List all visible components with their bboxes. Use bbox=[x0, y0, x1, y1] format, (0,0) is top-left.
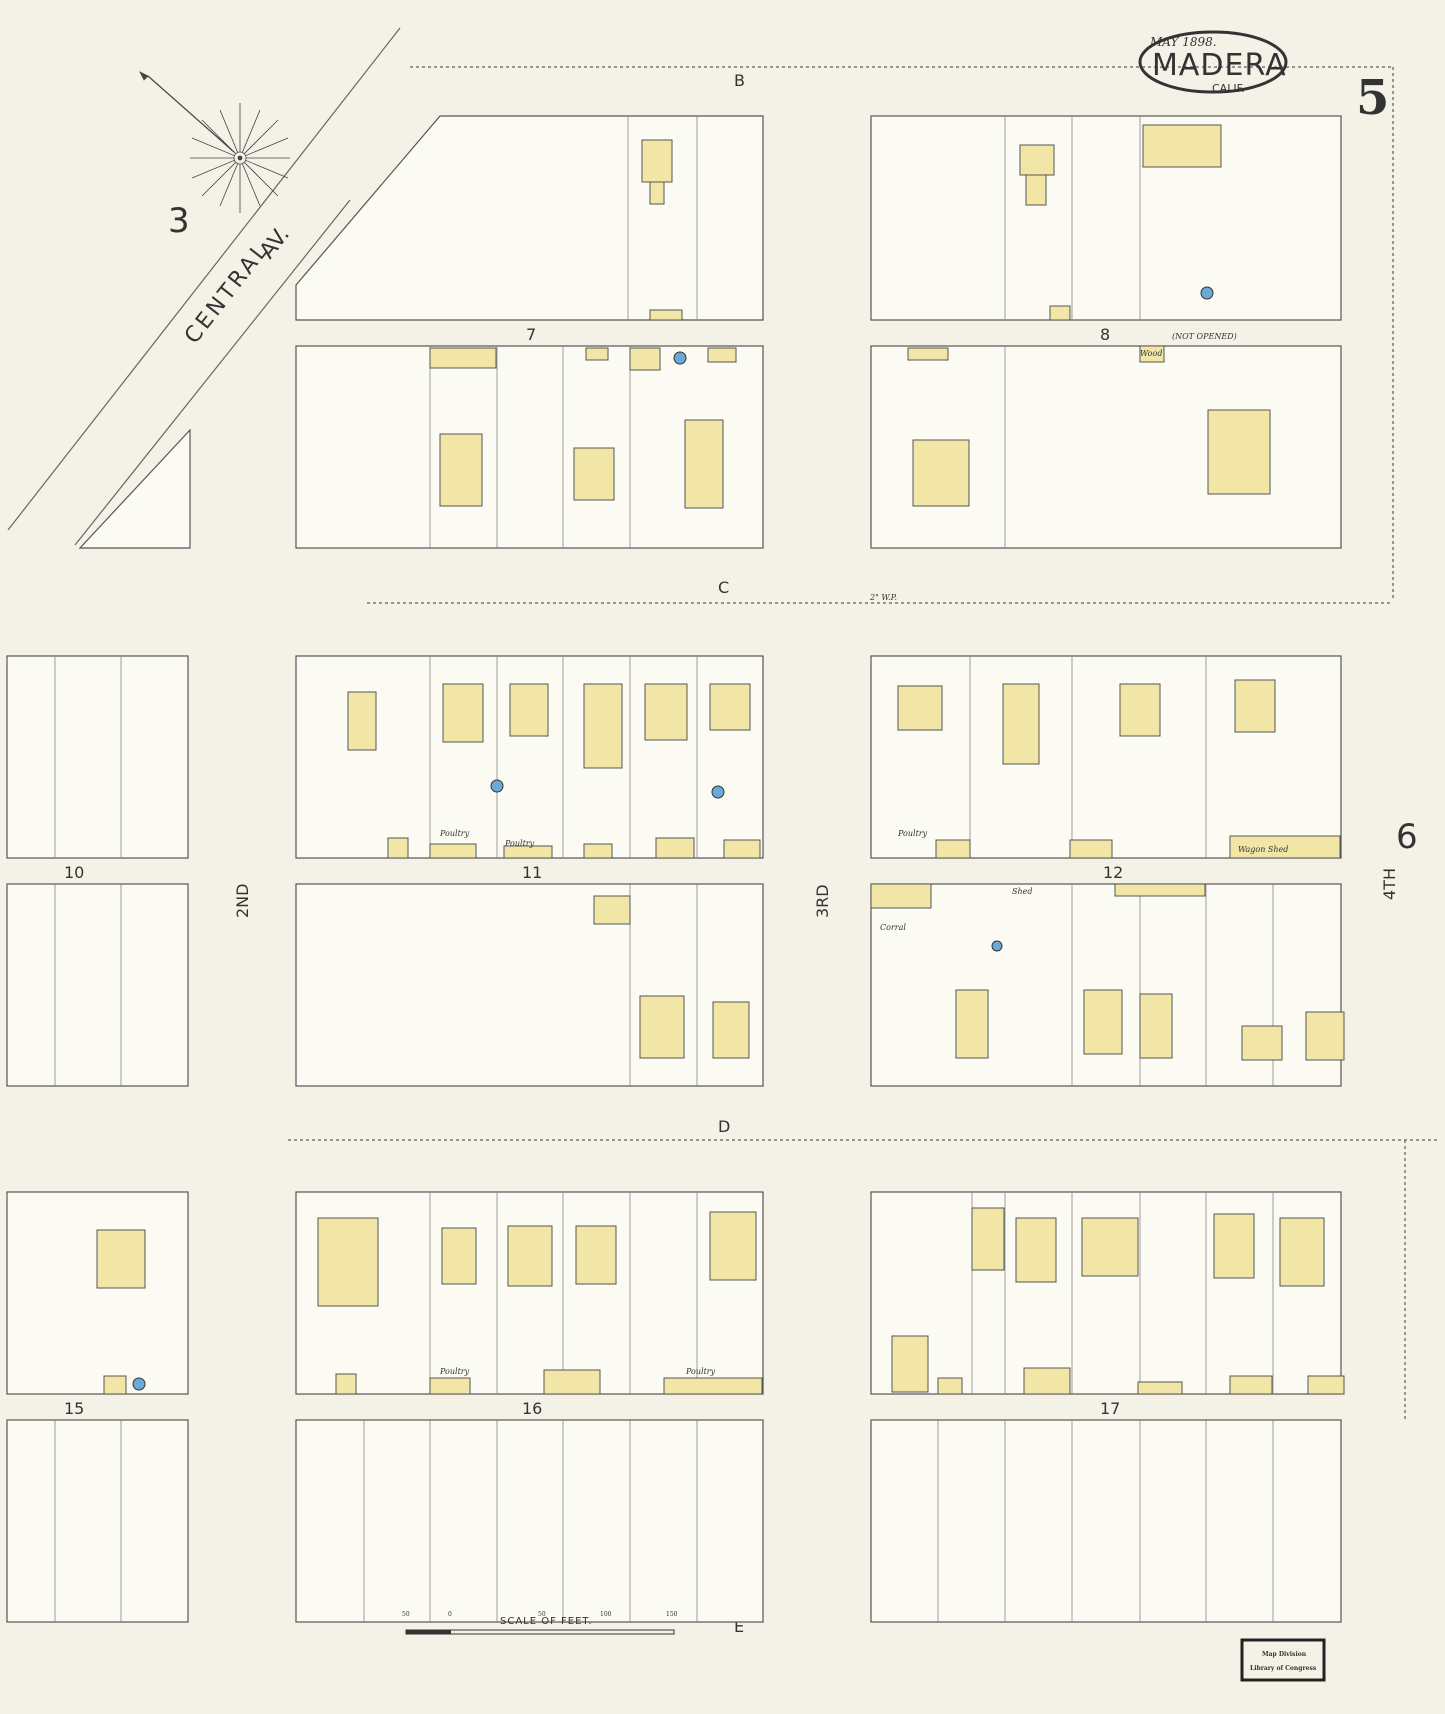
street-label-central: CENTRAL bbox=[180, 237, 275, 348]
lot-lines bbox=[54, 116, 1274, 1622]
note-not-opened: (NOT OPENED) bbox=[1172, 332, 1237, 341]
street-label-4th-wrap: 4TH bbox=[1380, 868, 1399, 900]
scale-tick-0: 0 bbox=[448, 1611, 452, 1618]
scale-tick-50: 50 bbox=[538, 1611, 546, 1618]
street-label-2nd: 2ND bbox=[233, 884, 252, 918]
adjacent-sheet-right: 6 bbox=[1396, 817, 1418, 857]
block-number-11: 11 bbox=[522, 863, 542, 882]
title-date: MAY 1898. bbox=[1149, 35, 1217, 49]
library-stamp: Map Division Library of Congress bbox=[1240, 1638, 1326, 1682]
scale-tick-50a: 50 bbox=[402, 1611, 410, 1618]
note-corral: Corral bbox=[880, 923, 906, 932]
street-label-b: B bbox=[734, 71, 745, 90]
stamp-line-1: Map Division bbox=[1262, 1651, 1307, 1658]
note-water-pipe: 2" W.P. bbox=[869, 593, 897, 602]
block-number-10: 10 bbox=[64, 863, 84, 882]
title-state: CALIF. bbox=[1212, 82, 1245, 95]
block-numbers: 7 8 10 11 12 15 16 17 bbox=[64, 325, 1123, 1418]
block-number-8: 8 bbox=[1100, 325, 1110, 344]
street-label-2nd-wrap: 2ND bbox=[233, 884, 252, 918]
sheet-border bbox=[288, 66, 1440, 1420]
block-number-7: 7 bbox=[526, 325, 536, 344]
block-number-12: 12 bbox=[1103, 863, 1123, 882]
stamp-line-2: Library of Congress bbox=[1250, 1665, 1317, 1672]
street-label-3rd-wrap: 3RD bbox=[813, 884, 832, 918]
note-poultry-5: Poultry bbox=[685, 1367, 716, 1376]
water-tank-icons bbox=[132, 286, 1214, 1391]
annotations: (NOT OPENED) Poultry Poultry Poultry Pou… bbox=[439, 332, 1288, 1376]
block-number-17: 17 bbox=[1100, 1399, 1120, 1418]
buildings bbox=[96, 124, 1345, 1395]
block-number-16: 16 bbox=[522, 1399, 542, 1418]
note-poultry-2: Poultry bbox=[504, 839, 535, 848]
street-label-d: D bbox=[718, 1117, 730, 1136]
scale-tick-100: 100 bbox=[600, 1611, 612, 1618]
scale-tick-150: 150 bbox=[666, 1611, 678, 1618]
street-label-3rd: 3RD bbox=[813, 884, 832, 918]
note-wagon-shed: Wagon Shed bbox=[1238, 845, 1288, 854]
note-poultry-4: Poultry bbox=[439, 1367, 470, 1376]
title-cartouche: MAY 1898. MADERA CALIF. bbox=[1138, 30, 1288, 95]
note-wood: Wood bbox=[1140, 349, 1162, 358]
note-poultry-3: Poultry bbox=[897, 829, 928, 838]
street-label-c: C bbox=[718, 578, 729, 597]
street-label-4th: 4TH bbox=[1380, 868, 1399, 900]
compass-rose-icon bbox=[139, 71, 290, 213]
adjacent-sheet-left: 3 bbox=[168, 201, 190, 241]
note-shed: Shed bbox=[1012, 887, 1033, 896]
scale-bar: SCALE OF FEET. 50 0 50 100 150 bbox=[402, 1611, 678, 1635]
scale-label: SCALE OF FEET. bbox=[500, 1616, 593, 1627]
block-number-15: 15 bbox=[64, 1399, 84, 1418]
central-av-label: CENTRAL bbox=[180, 237, 275, 348]
sheet-number: 5 bbox=[1356, 70, 1389, 126]
title-city: MADERA bbox=[1152, 48, 1287, 83]
central-avenue bbox=[7, 27, 401, 546]
note-poultry-1: Poultry bbox=[439, 829, 470, 838]
block-outlines bbox=[6, 115, 1342, 1623]
street-label-e: E bbox=[734, 1617, 744, 1636]
